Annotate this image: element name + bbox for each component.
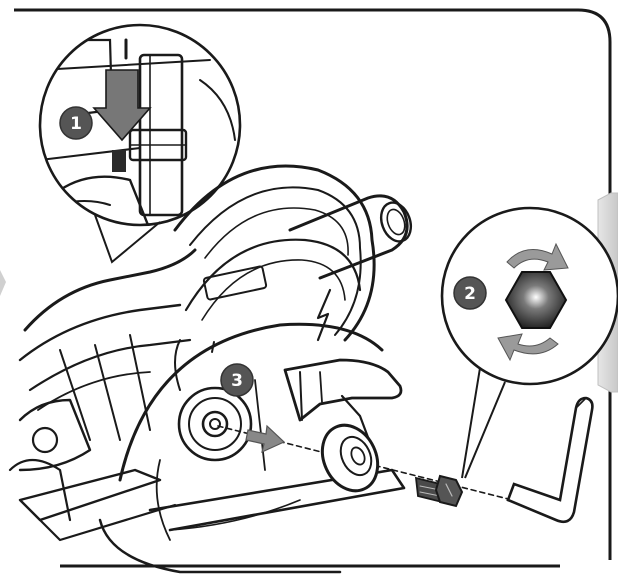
circular-saw (8, 164, 413, 574)
step-badge-3: 3 (220, 363, 254, 397)
right-arrow-icon (245, 424, 286, 454)
prev-panel-tab (0, 270, 6, 296)
saw-blade-lower (98, 518, 342, 574)
step-badge-1: 1 (59, 106, 93, 140)
rotate-ccw-arrow-icon (497, 333, 559, 362)
step-number-1: 1 (70, 114, 82, 134)
hex-bolt-icon (504, 271, 568, 329)
handle (23, 248, 197, 332)
spindle (201, 410, 229, 438)
magnifier-2-pointer (461, 367, 506, 479)
outer-flange (320, 423, 380, 493)
magnifier-ring-1 (38, 23, 242, 227)
step-badge-2: 2 (453, 276, 487, 310)
magnifier-hex-bolt (440, 206, 618, 479)
magnifier-spindle-lock (38, 23, 242, 264)
step-number-2: 2 (464, 284, 476, 304)
lower-guard-lever (283, 358, 403, 422)
inner-flange (177, 386, 253, 462)
diagram-frame (14, 8, 612, 560)
step-number-3: 3 (231, 371, 243, 391)
hex-key-wrench (506, 396, 594, 524)
magnifier-1-pointer (94, 214, 161, 264)
upper-blade-guard (173, 164, 376, 342)
down-arrow-icon (92, 69, 152, 142)
base-plate (18, 468, 162, 522)
dust-port (288, 194, 409, 280)
rotate-cw-arrow-icon (506, 242, 569, 271)
exploded-parts (217, 396, 594, 524)
blade-bolt (414, 474, 464, 508)
rotation-direction-mark (316, 288, 332, 342)
